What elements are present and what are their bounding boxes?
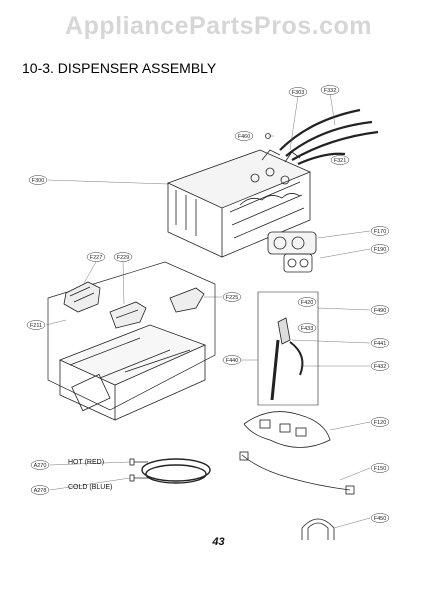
callout-f440: F440 [222, 355, 242, 365]
callout-f170: F170 [370, 226, 390, 236]
callout-f229: F229 [113, 252, 133, 262]
hose-clamp [301, 518, 335, 540]
bleach-cap [109, 301, 147, 329]
cold-hose-label: COLD (BLUE) [68, 484, 112, 491]
svg-text:F450: F450 [374, 516, 387, 522]
svg-text:F303: F303 [292, 90, 305, 96]
callout-a278: A278 [30, 485, 50, 495]
softener-cap [63, 281, 101, 313]
inlet-hoses [141, 458, 211, 484]
callout-f432: F432 [370, 361, 390, 371]
water-valve [267, 231, 317, 273]
wire-harness-lower [239, 451, 355, 495]
callout-f300: F300 [28, 175, 48, 185]
callout-f460: F460 [234, 131, 254, 141]
callout-f441: F441 [370, 338, 390, 348]
hot-hose-label: HOT (RED) [68, 459, 104, 466]
svg-text:F321: F321 [334, 158, 347, 164]
svg-text:F150: F150 [374, 466, 387, 472]
callout-f227: F227 [86, 252, 106, 262]
svg-text:A278: A278 [34, 488, 47, 494]
callout-f433: F433 [297, 323, 317, 333]
svg-text:F225: F225 [226, 295, 239, 301]
svg-text:F332: F332 [324, 88, 337, 94]
svg-text:F211: F211 [30, 323, 42, 329]
drawer [58, 324, 207, 421]
callout-f190: F190 [370, 244, 390, 254]
callouts: F303 F332 F460 F321 F300 F170 F190 F227 [26, 85, 390, 523]
wire-harness-upper [243, 411, 331, 448]
svg-text:F190: F190 [374, 247, 387, 253]
callout-f120: F120 [370, 417, 390, 427]
drawer-frame [47, 261, 216, 411]
callout-f420: F420 [297, 297, 317, 307]
callout-f303: F303 [288, 87, 308, 97]
svg-text:A270: A270 [34, 463, 47, 469]
callout-f225: F225 [222, 292, 242, 302]
callout-f211: F211 [26, 320, 46, 330]
detergent-cap [169, 287, 205, 313]
callout-f150: F150 [370, 463, 390, 473]
svg-text:F120: F120 [374, 420, 387, 426]
leader-lines [45, 92, 371, 529]
callout-f332: F332 [320, 85, 340, 95]
svg-text:F490: F490 [374, 308, 387, 314]
svg-text:F433: F433 [301, 326, 314, 332]
hoses-top [279, 108, 379, 166]
callout-f321: F321 [330, 155, 350, 165]
svg-text:F441: F441 [374, 341, 387, 347]
svg-text:F170: F170 [374, 229, 387, 235]
svg-text:F229: F229 [117, 255, 130, 261]
callout-a270: A270 [30, 460, 50, 470]
hose-screws [129, 458, 148, 482]
svg-text:F420: F420 [301, 300, 314, 306]
svg-text:F432: F432 [374, 364, 387, 370]
section-title: 10-3. DISPENSER ASSEMBLY [22, 60, 217, 76]
drain-hose-group [257, 291, 319, 406]
page-number: 43 [212, 536, 225, 548]
watermark: AppliancePartsPros.com [65, 12, 372, 40]
svg-text:F440: F440 [226, 358, 239, 364]
svg-text:F460: F460 [238, 134, 251, 140]
svg-text:F227: F227 [90, 255, 103, 261]
callout-f450: F450 [370, 513, 390, 523]
callout-f490: F490 [370, 305, 390, 315]
svg-text:F300: F300 [32, 178, 45, 184]
